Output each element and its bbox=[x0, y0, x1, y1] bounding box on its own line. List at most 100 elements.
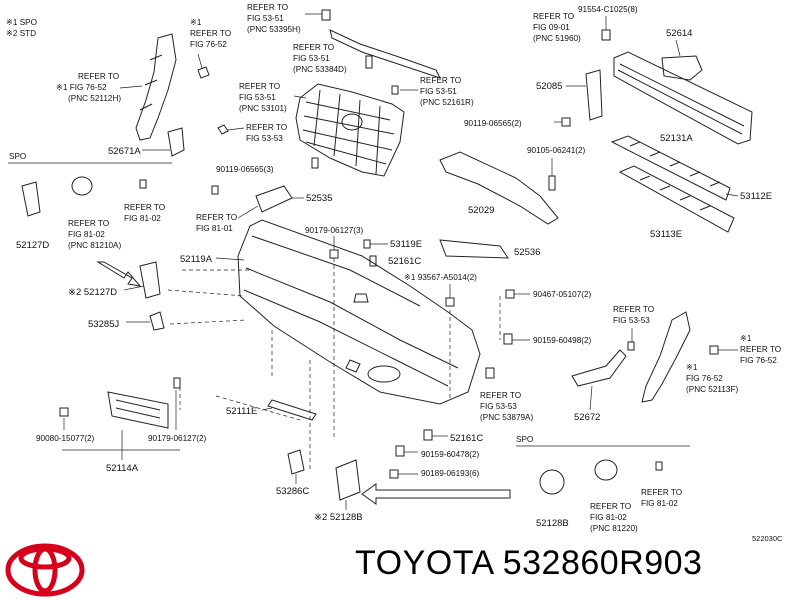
clip-7652-right bbox=[709, 345, 719, 355]
bracket-52672 bbox=[571, 349, 627, 387]
ref-8102-right-a-line2: FIG 81-02 bbox=[590, 513, 627, 522]
cover-53286c bbox=[287, 449, 305, 475]
part-52128b-right: 52128B bbox=[536, 518, 569, 529]
ref-8101-line2: FIG 81-01 bbox=[196, 224, 233, 233]
footer-title: TOYOTA 532860R903 bbox=[355, 544, 703, 582]
part-53285j: 53285J bbox=[88, 319, 119, 330]
bolt-91554 bbox=[601, 29, 611, 41]
part-52131a: 52131A bbox=[660, 133, 693, 144]
radiator-grille bbox=[295, 83, 405, 177]
bolt-90105 bbox=[548, 175, 556, 191]
ref-5353-53879a-line2: FIG 53-53 bbox=[480, 402, 517, 411]
ref-5351-52161r-line1: REFER TO bbox=[420, 76, 461, 85]
clip-53384d bbox=[365, 55, 373, 69]
clip-90467 bbox=[505, 289, 515, 299]
bolt-90119-a bbox=[561, 117, 571, 127]
part-90467: 90467-05107(2) bbox=[533, 290, 592, 299]
part-52161c-top: 52161C bbox=[388, 256, 421, 267]
ref-5351-53384d-line1: REFER TO bbox=[293, 43, 334, 52]
fog-lamp-right bbox=[594, 459, 618, 481]
bracket-52536 bbox=[439, 239, 509, 259]
side-retainer-upper-left bbox=[135, 33, 185, 157]
part-52161c-bot: 52161C bbox=[450, 433, 483, 444]
fog-bezel-left-spo bbox=[21, 181, 41, 217]
ref-7652-right-b-line3: (PNC 52113F) bbox=[686, 385, 738, 394]
ref-8102-left-b-line2: FIG 81-02 bbox=[124, 214, 161, 223]
arrow-std bbox=[96, 261, 142, 287]
part-90080: 90080-15077(2) bbox=[36, 434, 95, 443]
screw-fog-left bbox=[139, 179, 147, 189]
clip-bumper-top bbox=[353, 293, 369, 303]
arrow-spo bbox=[361, 483, 511, 505]
bumper-reinforcement bbox=[585, 51, 753, 145]
part-52671a: 52671A bbox=[108, 146, 141, 157]
ref-top-left-line3: FIG 76-52 bbox=[190, 40, 227, 49]
part-90179-a: 90179-06127(3) bbox=[305, 226, 364, 235]
front-bumper-cover bbox=[237, 219, 481, 405]
ref-5351-53395h-line2: FIG 53-51 bbox=[247, 14, 284, 23]
ref-8102-right-b-line2: FIG 81-02 bbox=[641, 499, 678, 508]
ref-8102-right-a-line1: REFER TO bbox=[590, 502, 631, 511]
ref-5351-52161r-line3: (PNC 52161R) bbox=[420, 98, 474, 107]
legend-std: ※2 STD bbox=[6, 29, 36, 38]
part-52535: 52535 bbox=[306, 193, 332, 204]
part-90159-b: 90159-60478(2) bbox=[421, 450, 480, 459]
part-52672: 52672 bbox=[574, 412, 600, 423]
clip-52161r bbox=[391, 85, 399, 95]
ref-0901-line1: REFER TO bbox=[533, 12, 574, 21]
center-stay-52029 bbox=[439, 151, 559, 225]
part-90179-b: 90179-06127(2) bbox=[148, 434, 207, 443]
side-retainer-right bbox=[641, 311, 691, 403]
ref-5351-53384d-line2: FIG 53-51 bbox=[293, 54, 330, 63]
toyota-logo-icon bbox=[5, 543, 85, 597]
clip-5353-right bbox=[627, 341, 635, 351]
lower-grille-upper bbox=[610, 135, 731, 201]
ref-5351-53384d-line3: (PNC 53384D) bbox=[293, 65, 347, 74]
part-93567: ※1 93567-A5014(2) bbox=[404, 273, 477, 282]
clip-52161c-top bbox=[369, 255, 377, 267]
ref-5351-53101-line3: (PNC 53101) bbox=[239, 104, 287, 113]
part-52114a: 52114A bbox=[106, 463, 139, 474]
part-52614: 52614 bbox=[666, 28, 692, 39]
ref-7652-right-line1: ※1 bbox=[740, 334, 752, 343]
fog-cover-left-std bbox=[139, 261, 161, 299]
license-bracket bbox=[107, 391, 169, 429]
ref-8102-left-a-line2: FIG 81-02 bbox=[68, 230, 105, 239]
bezel-53285j bbox=[149, 311, 165, 331]
part-52127d: 52127D bbox=[16, 240, 49, 251]
screw-90159-b bbox=[395, 445, 405, 457]
ref-7652-right-b-line2: FIG 76-52 bbox=[686, 374, 723, 383]
fog-bezel-52128b-left bbox=[335, 459, 361, 501]
ref-8102-left-a-line3: (PNC 81210A) bbox=[68, 241, 122, 250]
clip-53879a bbox=[485, 367, 495, 379]
ref-top-left-line2: REFER TO bbox=[190, 29, 231, 38]
screw-90179-a bbox=[329, 249, 339, 259]
part-90119-a: 90119-06565(2) bbox=[464, 119, 522, 128]
ref-5353-53879a-line3: (PNC 53879A) bbox=[480, 413, 534, 422]
part-90189: 90189-06193(6) bbox=[421, 469, 480, 478]
bolt-90080 bbox=[59, 407, 69, 417]
clip-90189 bbox=[389, 469, 399, 479]
screw-fog-right bbox=[655, 461, 663, 471]
clip-93567 bbox=[445, 297, 455, 307]
absorber-52614 bbox=[661, 55, 703, 81]
part-52029: 52029 bbox=[468, 205, 494, 216]
hood-seal-strip bbox=[321, 9, 441, 79]
diagram-code: 522030C bbox=[752, 534, 783, 543]
part-90119-b: 90119-06565(3) bbox=[216, 165, 274, 174]
part-52085: 52085 bbox=[536, 81, 562, 92]
part-52128b-left: ※2 52128B bbox=[314, 512, 363, 523]
ref-7652-right-line3: FIG 76-52 bbox=[740, 356, 777, 365]
ref-5353-left-line2: FIG 53-53 bbox=[246, 134, 283, 143]
ref-5351-53395h-line3: (PNC 53395H) bbox=[247, 25, 301, 34]
spo-label-right: SPO bbox=[516, 435, 533, 444]
ref-fig7652-left-line2: ※1 FIG 76-52 bbox=[56, 83, 107, 92]
part-91554: 91554-C1025(8) bbox=[578, 5, 638, 14]
fog-lamp-left bbox=[71, 176, 93, 196]
ref-0901-line2: FIG 09-01 bbox=[533, 23, 570, 32]
screw-90119-b bbox=[211, 185, 219, 195]
moulding-52111e bbox=[267, 399, 317, 421]
ref-5351-53101-line2: FIG 53-51 bbox=[239, 93, 276, 102]
ref-fig7652-left-line1: REFER TO bbox=[78, 72, 119, 81]
clip-53119e bbox=[363, 239, 371, 249]
